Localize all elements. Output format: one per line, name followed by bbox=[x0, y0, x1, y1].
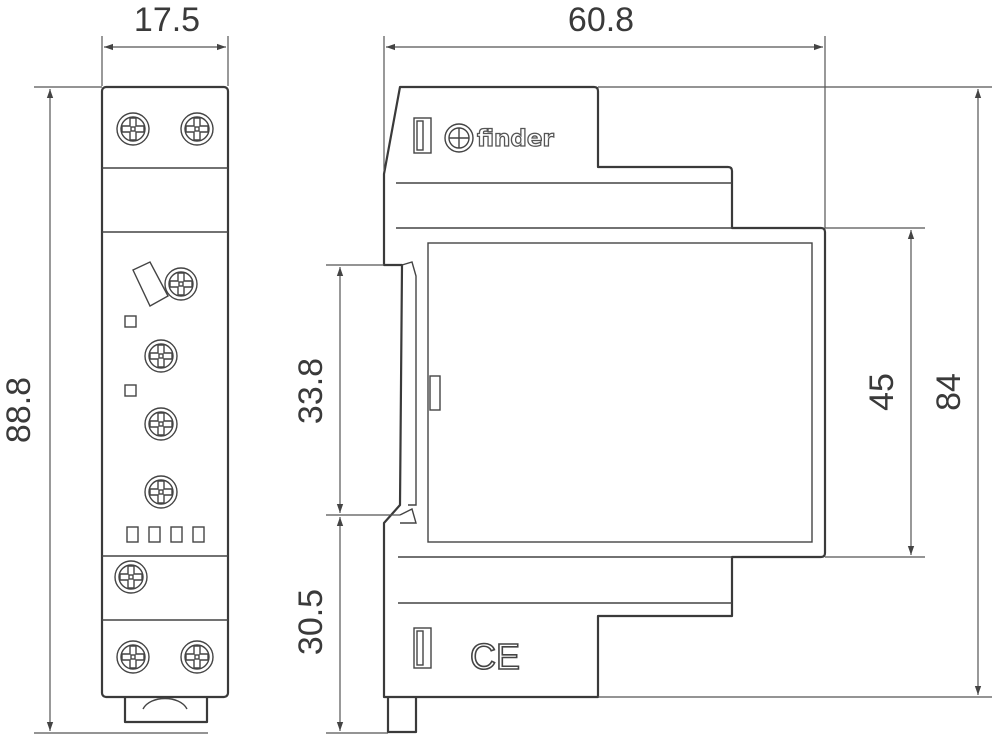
dimension-total-height: 84 bbox=[930, 89, 982, 695]
front-body-outline bbox=[100, 85, 230, 699]
dimension-rail-lower: 30.5 bbox=[292, 517, 344, 731]
dim-label-front-width: 17.5 bbox=[134, 1, 200, 39]
front-cover-panel bbox=[427, 242, 813, 543]
dimension-front-height: 88.8 bbox=[0, 89, 54, 731]
screw-terminal-icon bbox=[180, 112, 214, 146]
label-window-lower bbox=[413, 627, 432, 669]
dimension-side-width: 60.8 bbox=[386, 1, 823, 51]
dimension-front-width: 17.5 bbox=[104, 1, 226, 51]
din-rail-hook-upper bbox=[401, 261, 417, 506]
dimension-rail-upper: 33.8 bbox=[292, 267, 344, 513]
side-din-clip bbox=[386, 697, 418, 734]
screw-terminal-icon bbox=[144, 475, 178, 509]
cover-latch bbox=[429, 375, 441, 411]
dim-label-cover-height: 45 bbox=[863, 373, 901, 411]
screw-terminal-icon bbox=[114, 560, 148, 594]
extension-lines bbox=[34, 36, 992, 734]
side-body-outline bbox=[382, 85, 827, 699]
dim-label-rail-lower: 30.5 bbox=[292, 589, 330, 655]
brand-logo-text: finder bbox=[477, 126, 554, 152]
dim-label-side-width: 60.8 bbox=[568, 1, 634, 39]
din-clip bbox=[123, 697, 209, 724]
screw-terminal-icon bbox=[180, 640, 214, 674]
side-view: finder CE bbox=[382, 85, 827, 734]
screw-terminal-icon bbox=[144, 339, 178, 373]
screw-terminal-icon bbox=[116, 112, 150, 146]
front-view bbox=[100, 85, 230, 724]
ce-mark-icon: CE bbox=[470, 636, 520, 677]
din-clip-slot bbox=[142, 697, 188, 710]
label-window-upper bbox=[413, 117, 432, 154]
led-indicator bbox=[124, 384, 137, 397]
dim-label-rail-upper: 33.8 bbox=[292, 358, 330, 424]
screw-terminal-icon bbox=[144, 407, 178, 441]
din-rail-hook-lower bbox=[399, 507, 417, 524]
dimension-cover-height: 45 bbox=[863, 230, 915, 555]
dip-switch-row bbox=[126, 526, 205, 543]
dim-label-front-height: 88.8 bbox=[0, 377, 38, 443]
screw-terminal-icon bbox=[116, 640, 150, 674]
dim-label-total-height: 84 bbox=[930, 373, 968, 411]
potentiometer-icon bbox=[132, 261, 198, 307]
led-indicator bbox=[124, 315, 137, 328]
finder-logo-icon bbox=[444, 123, 474, 153]
